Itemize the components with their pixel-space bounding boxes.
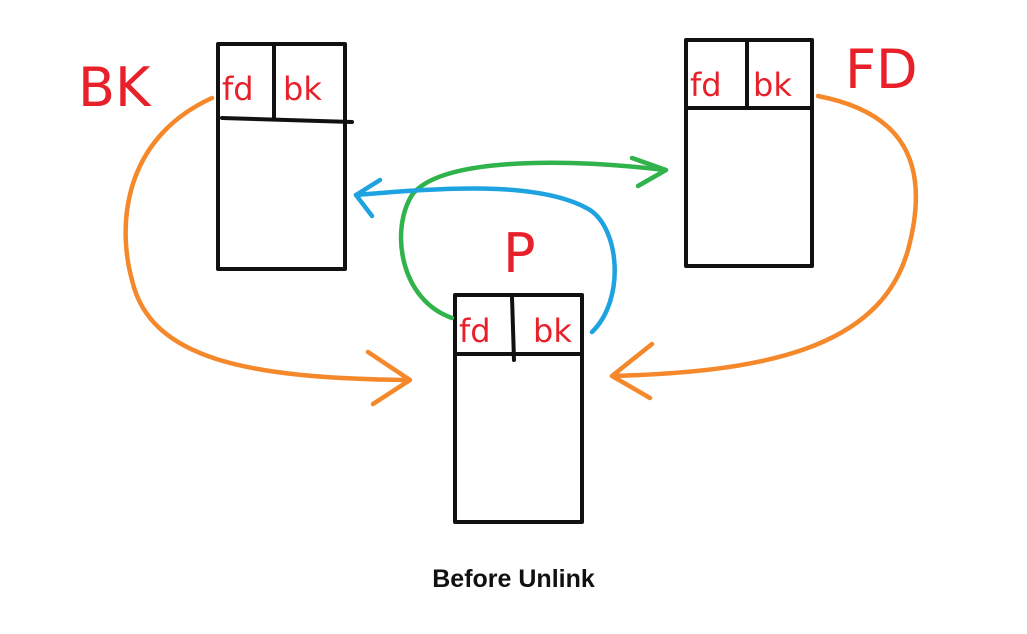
arrowhead-bk-fd-to-p <box>365 349 413 407</box>
p-chunk: fd bk <box>453 293 584 524</box>
arrowhead-fd-bk-to-p <box>609 341 655 401</box>
label-bk: BK <box>78 56 152 119</box>
p-chunk-bk-field: bk <box>533 312 572 350</box>
bk-chunk-box <box>216 42 347 271</box>
arrow-bk-fd-to-p <box>123 95 408 383</box>
diagram-caption: Before Unlink <box>432 565 595 593</box>
fd-chunk: fd bk <box>684 38 814 268</box>
arrowhead-p-bk-to-bk-chunk <box>353 177 383 219</box>
bk-chunk-fd-field: fd <box>222 70 254 108</box>
p-chunk-fd-field: fd <box>459 312 491 350</box>
bk-chunk: fd bk <box>216 42 354 271</box>
fd-chunk-box <box>684 38 814 268</box>
arrow-p-bk-to-bk-chunk <box>353 186 617 335</box>
arrowhead-p-fd-to-fd-chunk <box>629 155 669 189</box>
p-chunk-box <box>453 293 584 524</box>
bk-chunk-header-divider <box>220 116 354 124</box>
label-p: P <box>503 222 536 285</box>
arrow-fd-bk-to-p <box>609 93 919 379</box>
label-fd: FD <box>845 38 918 101</box>
p-chunk-field-divider <box>510 295 516 362</box>
bk-chunk-bk-field: bk <box>283 70 322 108</box>
fd-chunk-fd-field: fd <box>690 66 722 104</box>
fd-chunk-bk-field: bk <box>753 66 792 104</box>
